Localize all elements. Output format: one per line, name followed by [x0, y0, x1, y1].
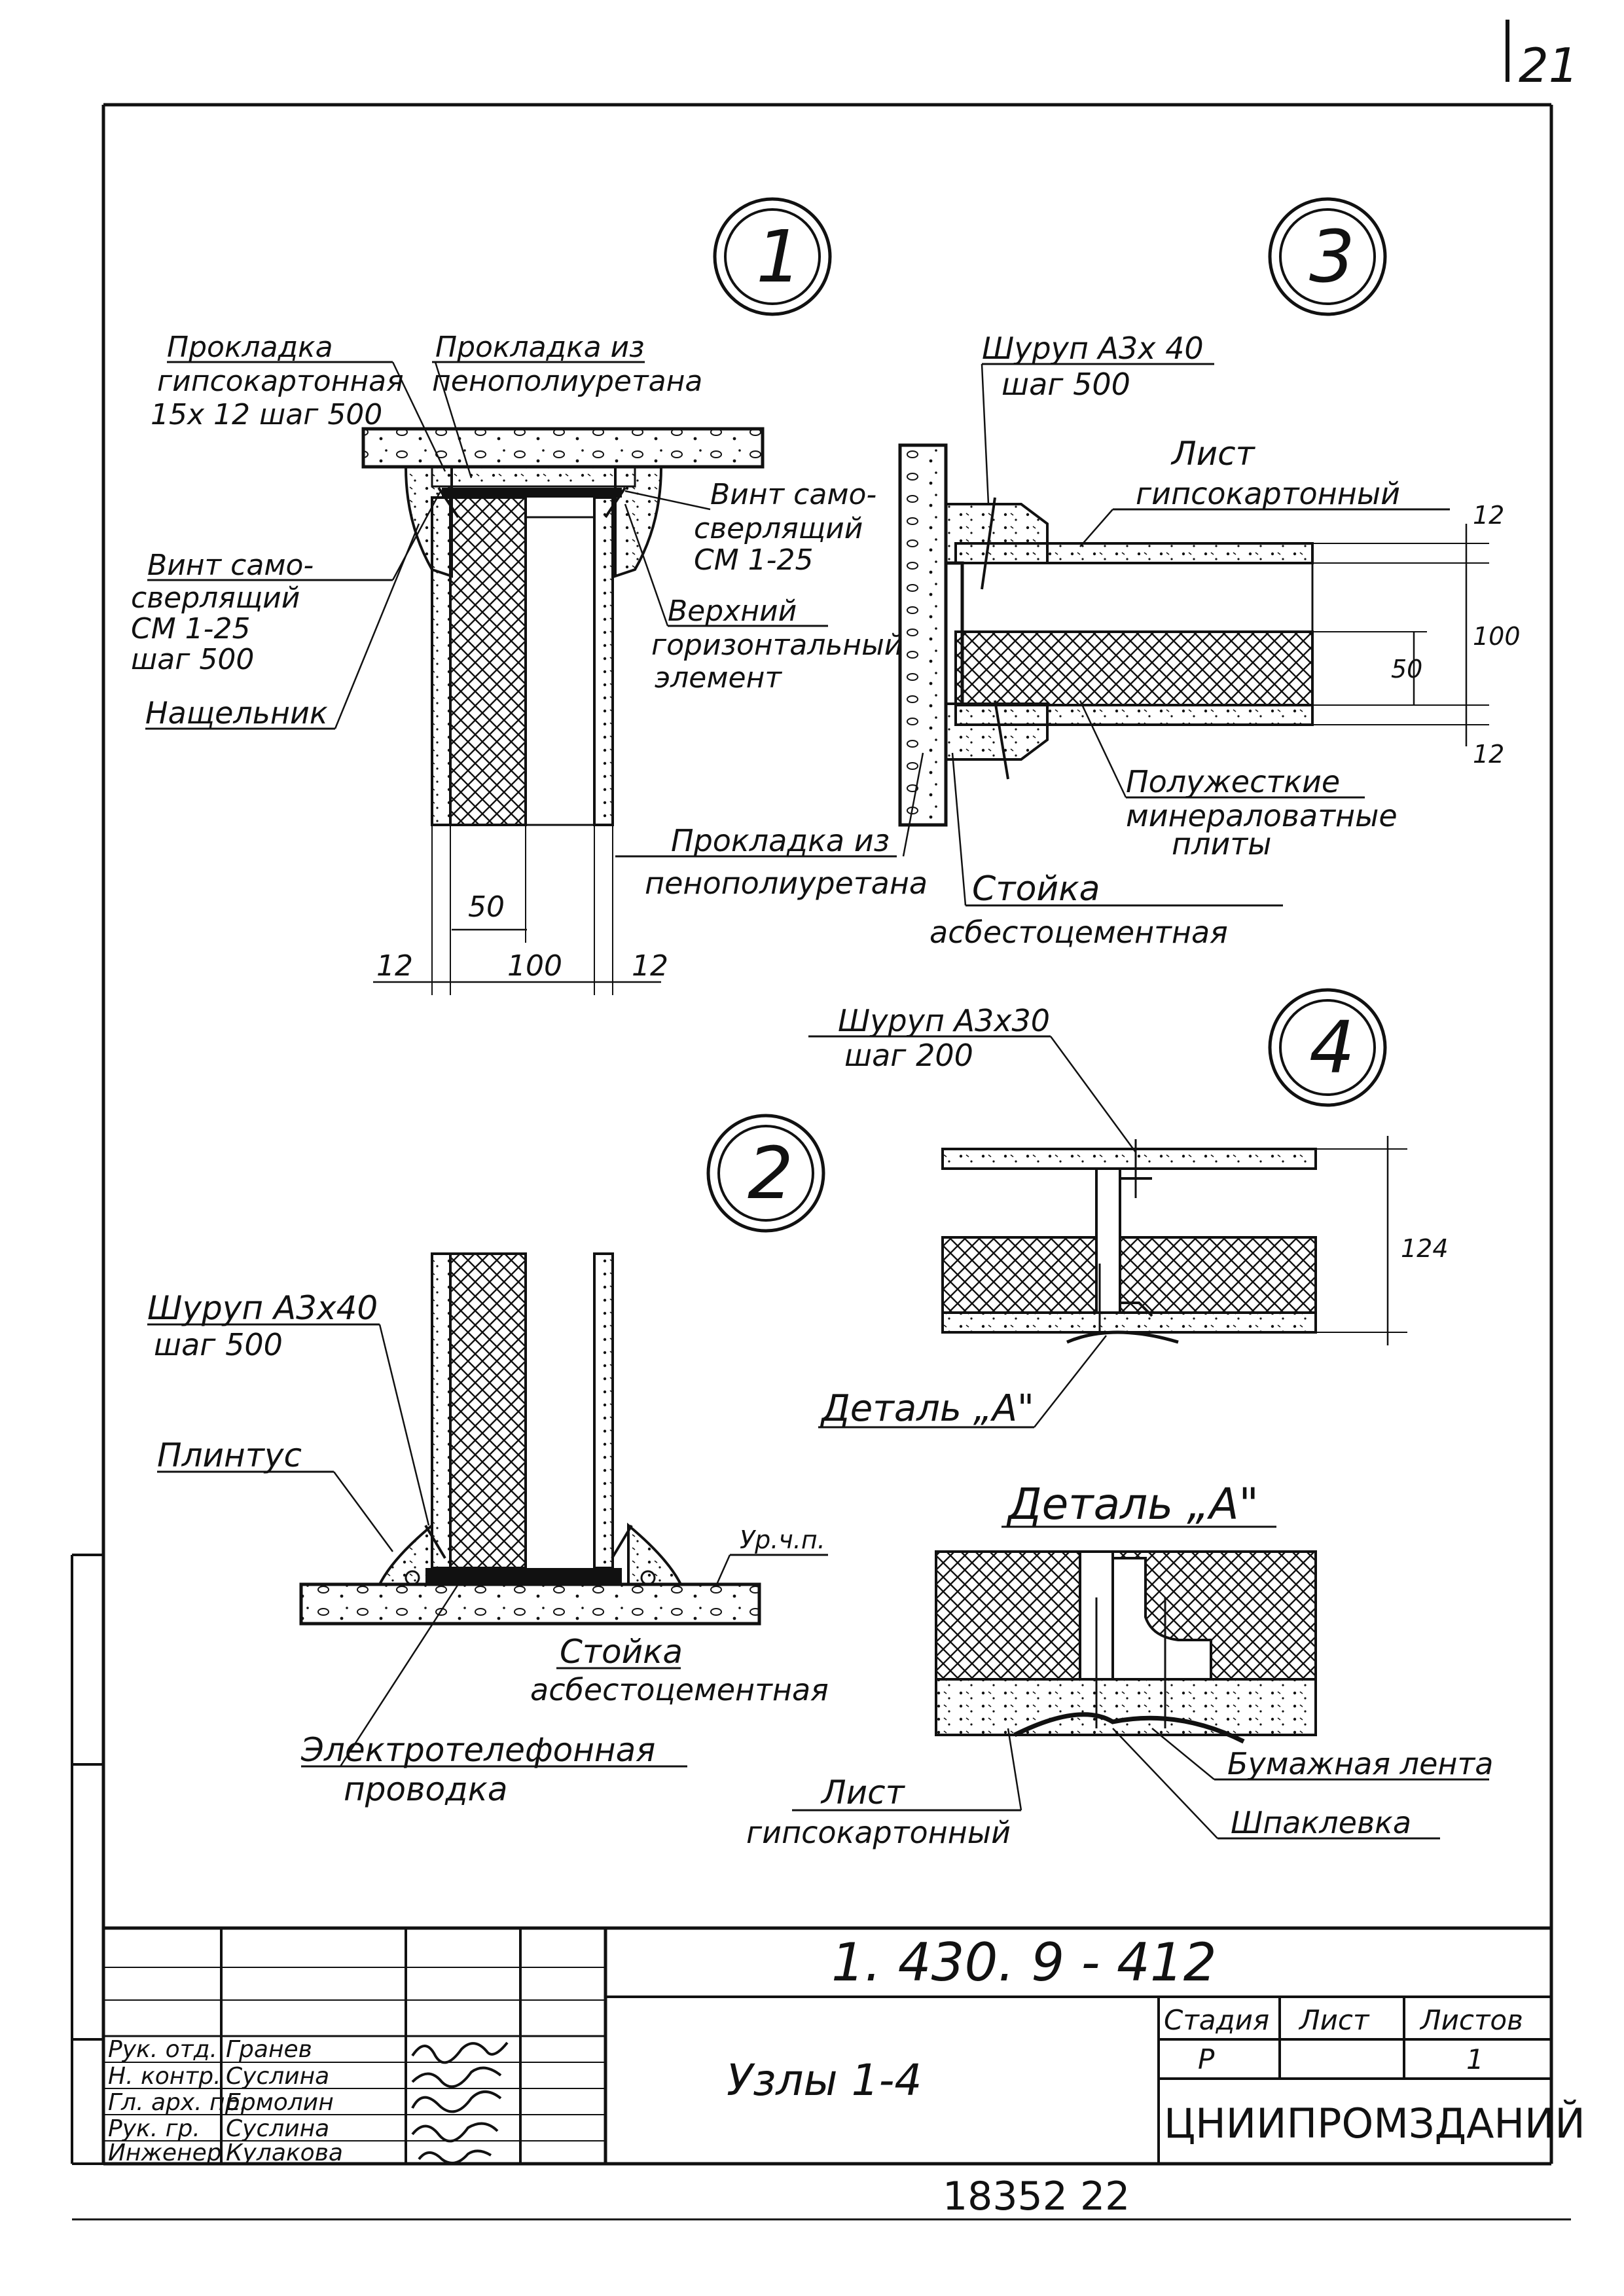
svg-text:Винт само-: Винт само- — [710, 478, 876, 511]
detail-marker-2: 2 — [706, 1114, 825, 1233]
svg-text:сверлящий: сверлящий — [131, 581, 300, 615]
svg-text:Прокладка из: Прокладка из — [671, 823, 890, 858]
svg-text:шаг 500: шаг 500 — [131, 643, 254, 676]
svg-text:2: 2 — [748, 1131, 793, 1215]
svg-text:3: 3 — [1309, 215, 1355, 299]
svg-text:1: 1 — [756, 215, 802, 299]
handwritten-signatures — [411, 2041, 509, 2164]
svg-text:Шуруп А3х30: Шуруп А3х30 — [838, 1003, 1050, 1038]
detail-marker-1: 1 — [713, 197, 832, 316]
svg-text:Прокладка из: Прокладка из — [435, 331, 645, 364]
svg-text:Верхний: Верхний — [668, 594, 797, 628]
sig-name-0: Гранев — [226, 2036, 312, 2063]
svg-text:Винт само-: Винт само- — [147, 549, 314, 582]
svg-text:Нащельник: Нащельник — [145, 695, 328, 731]
page-number: 21 — [1519, 38, 1579, 93]
svg-text:Шпаклевка: Шпаклевка — [1231, 1805, 1411, 1840]
svg-text:гипсокартонный: гипсокартонный — [746, 1815, 1011, 1850]
svg-text:100: 100 — [507, 949, 562, 983]
svg-text:Лист: Лист — [820, 1774, 906, 1812]
title-block — [103, 1926, 1551, 2164]
detail-a-drawing: Деталь „А" — [935, 1479, 1317, 1744]
svg-text:Лист: Лист — [1170, 435, 1256, 473]
drawing-code: 1. 430. 9 - 412 — [831, 1932, 1217, 1993]
drawing-title: Узлы 1-4 — [727, 2055, 922, 2105]
detail-2-drawing — [299, 1252, 761, 1626]
svg-text:Полужесткие: Полужесткие — [1126, 764, 1340, 799]
detail-3-labels: Шуруп А3х 40 шаг 500 Лист гипсокартонный… — [902, 331, 1521, 950]
svg-text:шаг 200: шаг 200 — [844, 1038, 973, 1073]
sig-role-3: Рук. гр. — [108, 2115, 200, 2142]
svg-text:проводка: проводка — [344, 1770, 508, 1808]
detail-4-drawing — [941, 1136, 1407, 1345]
svg-text:минераловатные: минераловатные — [1126, 798, 1398, 833]
svg-text:50: 50 — [468, 890, 505, 924]
detail-1-labels: Прокладка гипсокартонная 15х 12 шаг 500 … — [131, 331, 928, 983]
svg-text:горизонтальный: горизонтальный — [651, 629, 903, 662]
sig-name-2: Ермолин — [226, 2089, 334, 2116]
svg-text:шаг 500: шаг 500 — [1001, 367, 1130, 402]
svg-text:СМ 1-25: СМ 1-25 — [131, 612, 251, 646]
svg-text:плиты: плиты — [1172, 826, 1272, 862]
svg-text:Стойка: Стойка — [972, 869, 1100, 909]
detail-2-labels: Шуруп А3х40 шаг 500 Плинтус Ур.ч.п. Стой… — [147, 1289, 829, 1808]
detail-a-labels: Бумажная лента Шпаклевка Лист гипсокарто… — [746, 1728, 1493, 1850]
sheet-frame — [71, 20, 1571, 2221]
svg-text:12: 12 — [1473, 501, 1504, 530]
svg-text:гипсокартонная: гипсокартонная — [157, 365, 404, 398]
stamp-stage-value: Р — [1198, 2043, 1215, 2075]
svg-text:4: 4 — [1309, 1006, 1355, 1089]
sig-role-1: Н. контр. — [108, 2063, 221, 2090]
signature-rows: Рук. отд. Гранев Н. контр. Суслина Гл. а… — [108, 2036, 343, 2166]
sig-role-2: Гл. арх. пр. — [108, 2089, 247, 2116]
sig-role-0: Рук. отд. — [108, 2036, 217, 2063]
svg-text:Деталь „А": Деталь „А" — [820, 1387, 1034, 1430]
svg-text:асбестоцементная: асбестоцементная — [530, 1672, 829, 1707]
sig-name-3: Суслина — [226, 2115, 329, 2142]
svg-text:Ур.ч.п.: Ур.ч.п. — [740, 1525, 825, 1554]
svg-text:100: 100 — [1473, 622, 1521, 651]
svg-text:12: 12 — [376, 949, 413, 983]
stamp-sheets-value: 1 — [1466, 2043, 1484, 2075]
svg-text:12: 12 — [1473, 740, 1504, 769]
svg-text:Шуруп А3х40: Шуруп А3х40 — [147, 1289, 378, 1327]
svg-text:пенополиуретана: пенополиуретана — [432, 365, 702, 398]
stamp-sheets-header: Листов — [1419, 2004, 1523, 2036]
svg-text:Прокладка: Прокладка — [167, 331, 333, 364]
sig-role-4: Инженер — [108, 2140, 222, 2166]
svg-text:124: 124 — [1401, 1234, 1449, 1263]
svg-text:15х 12 шаг 500: 15х 12 шаг 500 — [151, 398, 382, 431]
svg-text:шаг 500: шаг 500 — [154, 1327, 283, 1362]
detail-4-labels: Шуруп А3х30 шаг 200 124 Деталь „А" — [808, 1003, 1449, 1430]
detail-3-drawing — [898, 443, 1489, 827]
sig-name-1: Суслина — [226, 2063, 329, 2090]
svg-text:СМ 1-25: СМ 1-25 — [694, 543, 814, 577]
svg-text:пенополиуретана: пенополиуретана — [645, 866, 928, 901]
stamp-stage-header: Стадия — [1164, 2004, 1269, 2036]
detail-marker-4: 4 — [1268, 988, 1387, 1107]
svg-text:сверлящий: сверлящий — [694, 512, 863, 545]
svg-text:асбестоцементная: асбестоцементная — [929, 915, 1228, 950]
svg-text:50: 50 — [1391, 655, 1422, 683]
svg-text:12: 12 — [632, 949, 668, 983]
svg-text:гипсокартонный: гипсокартонный — [1136, 476, 1400, 511]
svg-text:Стойка: Стойка — [560, 1633, 683, 1671]
svg-text:Бумажная лента: Бумажная лента — [1227, 1746, 1493, 1781]
sig-name-4: Кулакова — [226, 2140, 343, 2166]
svg-text:элемент: элемент — [655, 661, 782, 695]
detail-marker-3: 3 — [1268, 197, 1387, 316]
detail-1-drawing — [361, 427, 765, 995]
archive-number: 18352 22 — [943, 2174, 1130, 2219]
svg-text:Шуруп А3х 40: Шуруп А3х 40 — [982, 331, 1204, 366]
organization: ЦНИИПРОМЗДАНИЙ — [1164, 2100, 1585, 2147]
svg-text:Плинтус: Плинтус — [157, 1436, 302, 1474]
stamp-sheet-header: Лист — [1298, 2004, 1370, 2036]
svg-text:Деталь „А": Деталь „А" — [1006, 1479, 1259, 1529]
svg-text:Электротелефонная: Электротелефонная — [300, 1731, 655, 1769]
